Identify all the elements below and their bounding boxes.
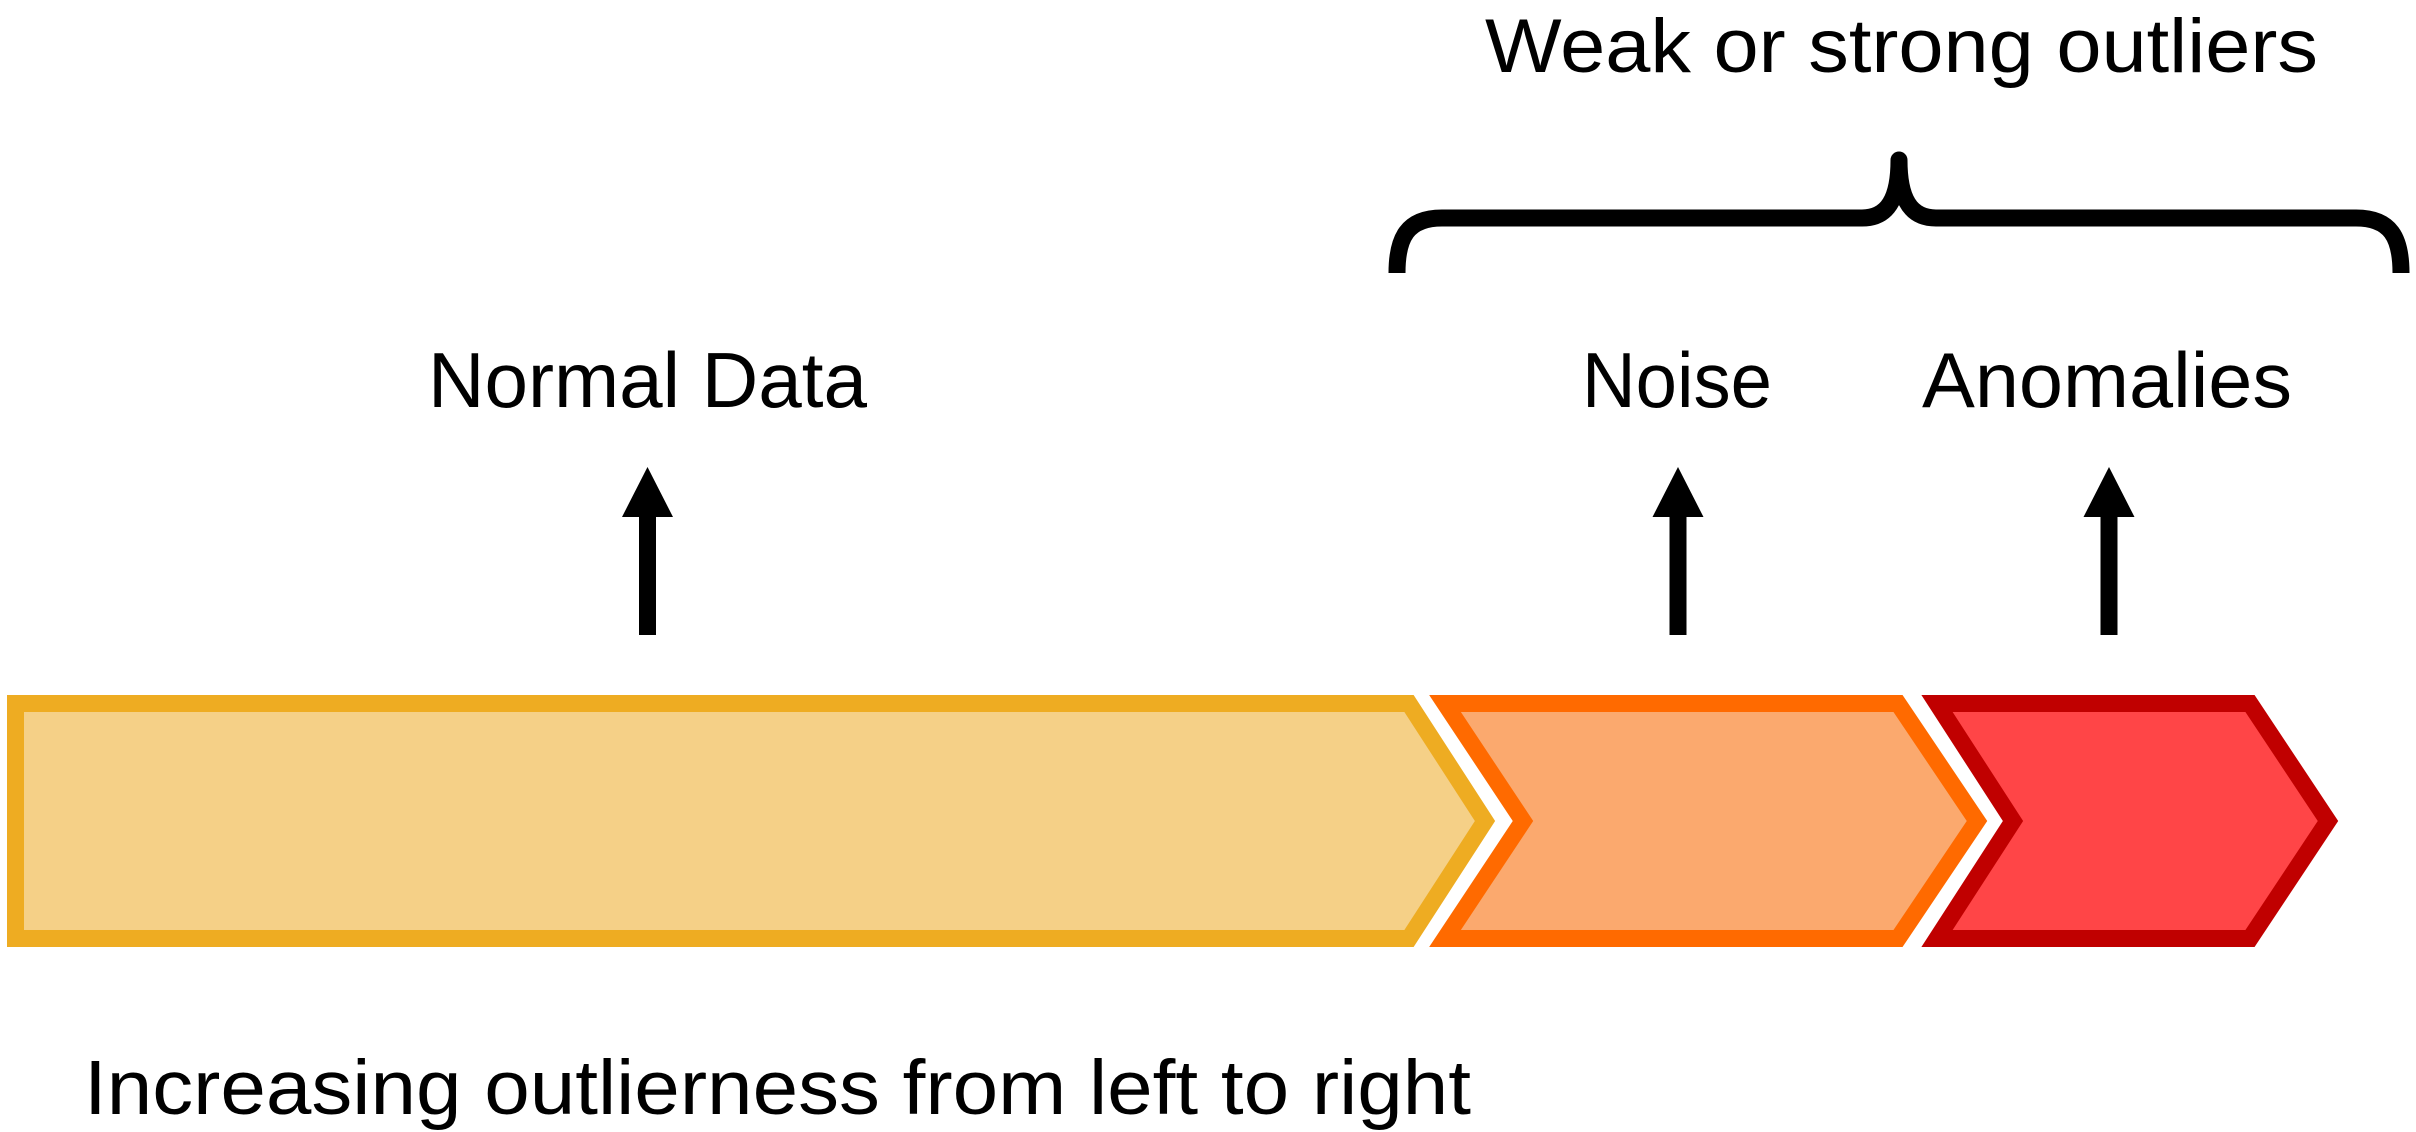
chevron-segment-normal: [7, 695, 1496, 947]
arrow-up-icon-noise: [1652, 467, 1704, 635]
group-label-weak-or-strong-outliers: Weak or strong outliers: [1485, 4, 2318, 89]
label-anomalies: Anomalies: [1922, 336, 2292, 424]
curly-brace-icon: [1388, 159, 2410, 274]
chevron-segment-anomalies: [1921, 695, 2339, 947]
brace-peak-cap: [1890, 151, 1908, 169]
label-normal-data: Normal Data: [428, 336, 868, 424]
axis-caption: Increasing outlierness from left to righ…: [84, 1045, 1471, 1131]
chevron-segment-noise: [1429, 695, 1988, 947]
arrow-up-icon-anomalies: [2083, 467, 2135, 635]
label-noise: Noise: [1582, 336, 1772, 424]
arrow-up-icon-normal: [622, 467, 673, 635]
